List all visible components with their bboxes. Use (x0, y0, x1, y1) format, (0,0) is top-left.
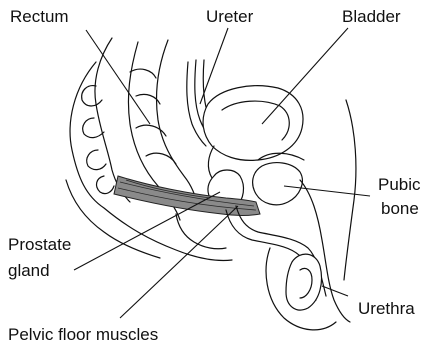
pelvic-floor-leader-line (120, 206, 238, 318)
prostate-leader-line (74, 192, 220, 270)
vertebra-4 (97, 176, 114, 194)
abdomen-front (344, 100, 356, 280)
label-bladder: Bladder (342, 7, 401, 26)
testis-shape (286, 254, 322, 310)
rectum-fold-3 (146, 153, 176, 164)
bladder-leader-line (262, 28, 348, 124)
rectum-fold-4 (130, 69, 156, 78)
label-rectum: Rectum (10, 7, 69, 26)
vertebra-3 (87, 150, 106, 170)
label-pelvic-floor-muscles: Pelvic floor muscles (8, 325, 158, 344)
label-pubic-bone-line2: bone (381, 199, 419, 218)
label-ureter: Ureter (206, 7, 254, 26)
bladder-shape (203, 86, 303, 161)
label-prostate-line1: Prostate (8, 235, 71, 254)
perineum-curve (176, 214, 226, 249)
vertebra-1 (82, 86, 102, 106)
label-pubic-bone-line1: Pubic (378, 175, 421, 194)
label-prostate-line2: gland (8, 261, 50, 280)
label-urethra: Urethra (358, 299, 415, 318)
pubic-bone-shape (253, 163, 303, 205)
